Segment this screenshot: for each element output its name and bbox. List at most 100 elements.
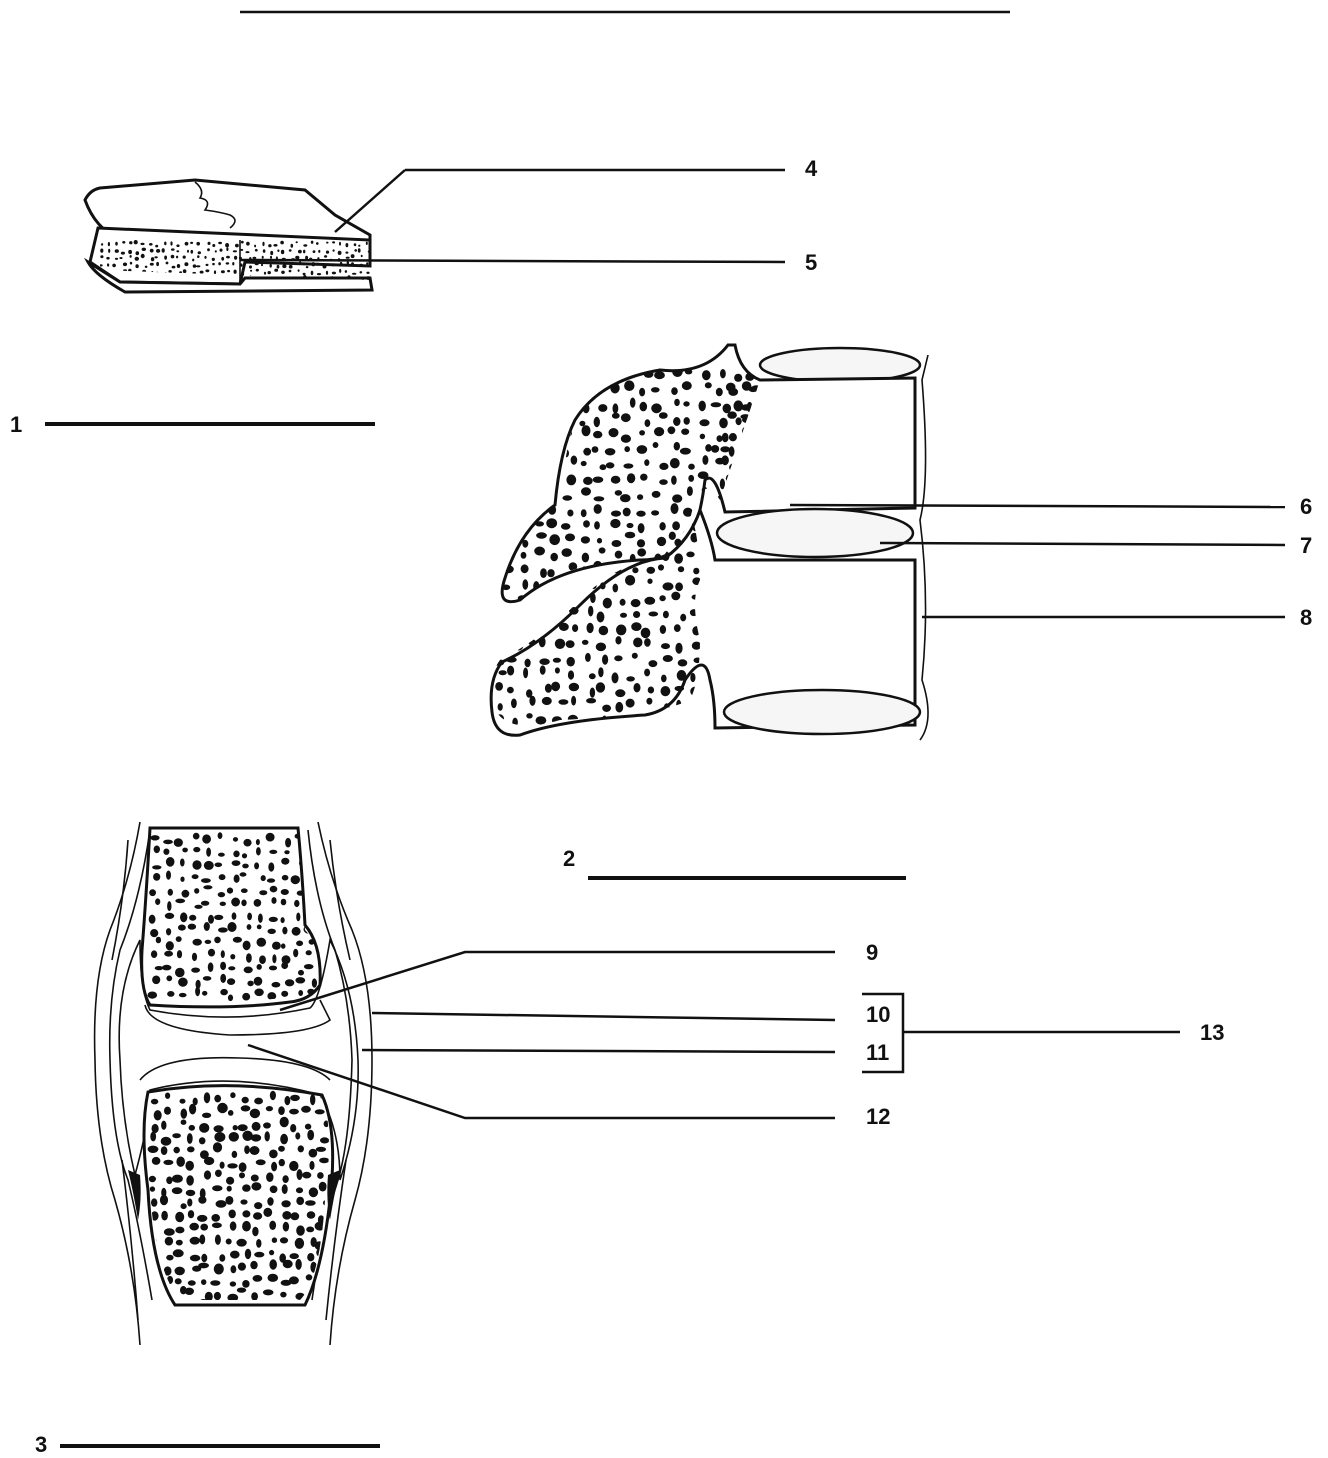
spongy-bone-texture: [612, 565, 622, 573]
spongy-bone-texture: [208, 949, 215, 957]
spongy-bone-texture: [598, 567, 605, 577]
spongy-bone-texture: [571, 696, 576, 706]
spongy-bone-texture: [511, 699, 517, 709]
spongy-bone-texture: [175, 1227, 184, 1234]
spongy-bone-texture: [680, 614, 686, 622]
spongy-bone-texture: [188, 1210, 194, 1218]
spongy-bone-texture: [566, 475, 576, 486]
spongy-bone-texture: [278, 1146, 285, 1152]
spongy-bone-texture: [180, 877, 184, 882]
spongy-bone-texture: [246, 251, 250, 253]
spongy-bone-texture: [295, 256, 299, 260]
callout-label-10: 10: [866, 1002, 890, 1027]
spongy-bone-texture: [539, 658, 549, 665]
spongy-bone-texture: [242, 864, 249, 869]
spongy-bone-texture: [251, 1175, 259, 1182]
spongy-bone-texture: [304, 964, 314, 969]
spongy-bone-texture: [220, 1162, 225, 1169]
spongy-bone-texture: [306, 266, 309, 268]
spongy-bone-texture: [506, 457, 515, 464]
spongy-bone-texture: [722, 433, 729, 443]
spongy-bone-texture: [692, 718, 698, 725]
spongy-bone-texture: [613, 584, 619, 593]
spongy-bone-texture: [242, 993, 250, 1001]
spongy-bone-texture: [514, 641, 523, 651]
spongy-bone-texture: [311, 271, 314, 275]
spongy-bone-texture: [280, 241, 284, 245]
spongy-bone-texture: [231, 1265, 237, 1273]
spongy-bone-texture: [270, 264, 272, 268]
spongy-bone-texture: [272, 982, 281, 988]
spongy-bone-texture: [242, 1131, 252, 1141]
spongy-bone-texture: [734, 374, 742, 382]
spongy-bone-texture: [663, 655, 673, 662]
spongy-bone-texture: [152, 976, 160, 985]
callout-line-11: [362, 1050, 835, 1052]
spongy-bone-texture: [593, 477, 604, 483]
spongy-bone-texture: [214, 1125, 224, 1132]
spongy-bone-texture: [509, 630, 516, 639]
spongy-bone-texture: [316, 242, 319, 245]
spongy-bone-texture: [279, 1159, 285, 1166]
spongy-bone-texture: [498, 703, 503, 711]
spongy-bone-texture: [615, 490, 622, 496]
spongy-bone-texture: [176, 1240, 183, 1246]
spongy-bone-texture: [191, 968, 200, 973]
spongy-bone-texture: [302, 1172, 311, 1179]
spongy-bone-texture: [647, 567, 656, 574]
spongy-bone-texture: [637, 494, 643, 500]
spongy-bone-texture: [529, 593, 536, 601]
spongy-bone-texture: [678, 659, 688, 666]
spongy-bone-texture: [162, 965, 171, 971]
spongy-bone-texture: [108, 249, 110, 253]
spongy-bone-texture: [354, 243, 357, 246]
spongy-bone-texture: [204, 1170, 211, 1179]
spongy-bone-texture: [570, 397, 577, 405]
spongy-bone-texture: [582, 384, 591, 391]
spongy-bone-texture: [542, 697, 552, 705]
spongy-bone-texture: [523, 668, 528, 679]
spongy-bone-texture: [154, 1110, 162, 1120]
spongy-bone-texture: [289, 270, 292, 273]
spongy-bone-texture: [312, 912, 319, 921]
spongy-bone-texture: [306, 1274, 313, 1280]
spongy-bone-texture: [214, 1292, 221, 1300]
spongy-bone-texture: [232, 262, 234, 265]
spongy-bone-texture: [255, 249, 258, 252]
spongy-bone-texture: [715, 458, 724, 465]
spongy-bone-texture: [671, 387, 678, 395]
spongy-bone-texture: [215, 250, 217, 252]
spongy-bone-texture: [586, 698, 596, 703]
spongy-bone-texture: [610, 366, 615, 376]
spongy-bone-texture: [269, 1250, 274, 1255]
spongy-bone-texture: [244, 967, 253, 974]
spongy-bone-texture: [536, 479, 541, 485]
spongy-bone-texture: [295, 1132, 300, 1139]
spongy-bone-texture: [749, 387, 758, 393]
spongy-bone-texture: [247, 981, 253, 987]
spongy-bone-texture: [227, 1163, 237, 1168]
spongy-bone-texture: [150, 1272, 155, 1283]
spongy-bone-texture: [600, 582, 606, 589]
spongy-bone-texture: [123, 263, 127, 267]
spongy-bone-texture: [536, 389, 546, 395]
spongy-bone-texture: [150, 1186, 155, 1191]
spongy-bone-texture: [548, 505, 556, 515]
spongy-bone-texture: [346, 257, 350, 259]
spongy-bone-texture: [603, 729, 610, 739]
spongy-bone-texture: [296, 1225, 305, 1235]
spongy-bone-texture: [640, 474, 647, 481]
spongy-bone-texture: [686, 730, 694, 739]
spongy-bone-texture: [307, 1304, 313, 1313]
spongy-bone-texture: [186, 1190, 196, 1196]
spongy-bone-texture: [217, 1103, 228, 1113]
spongy-bone-texture: [366, 242, 368, 245]
spongy-bone-texture: [674, 553, 683, 563]
spongy-bone-texture: [239, 1162, 247, 1172]
spongy-bone-texture: [168, 889, 173, 896]
spongy-bone-texture: [571, 582, 581, 592]
spongy-bone-texture: [230, 1251, 240, 1259]
spongy-bone-texture: [623, 508, 631, 517]
callout-label-6: 6: [1300, 494, 1312, 519]
spongy-bone-texture: [149, 915, 156, 924]
